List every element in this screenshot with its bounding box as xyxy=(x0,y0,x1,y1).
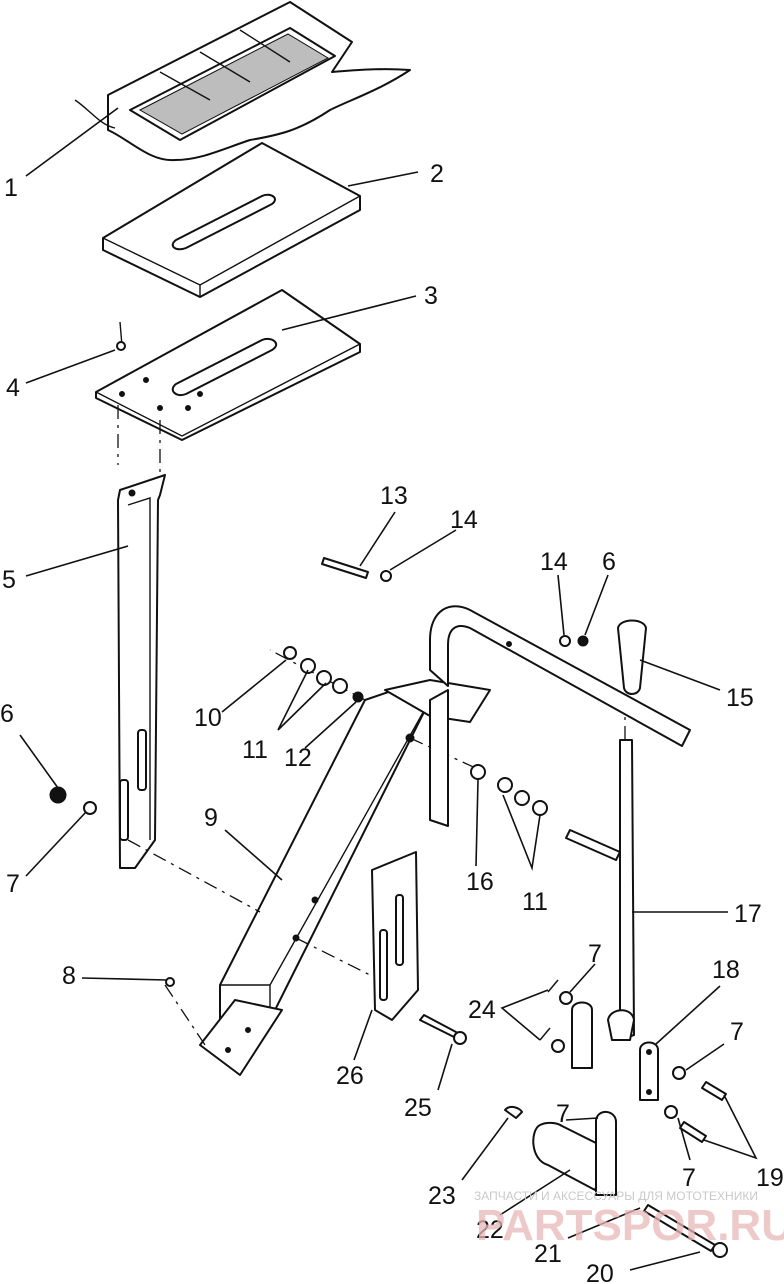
part-23-key xyxy=(504,1105,523,1119)
callout-7: 7 xyxy=(556,1100,570,1128)
callout-4: 4 xyxy=(6,374,20,402)
handlebar-tube xyxy=(429,605,691,827)
callout-13: 13 xyxy=(380,482,408,510)
part-24-pin-a xyxy=(547,979,559,993)
part-19-pin-b xyxy=(679,1121,707,1143)
part-24-plate xyxy=(571,1001,593,1069)
callout-2: 2 xyxy=(430,160,444,188)
callout-14: 14 xyxy=(540,548,568,576)
part-8-pin xyxy=(165,977,175,987)
part-18-link xyxy=(639,1041,659,1101)
part-24-pin-b xyxy=(539,1027,551,1041)
callout-3: 3 xyxy=(424,282,438,310)
leader-lines xyxy=(19,107,758,1271)
callout-7: 7 xyxy=(682,1164,696,1192)
watermark: ЗАПЧАСТИ И АКСЕССУАРЫ ДЛЯ МОТОТЕХНИКИ PA… xyxy=(474,1189,784,1250)
callout-12: 12 xyxy=(284,744,312,772)
callout-24: 24 xyxy=(468,996,496,1024)
part-14-washer xyxy=(380,570,392,582)
part-26-bracket xyxy=(371,851,419,1021)
callout-10: 10 xyxy=(194,704,222,732)
part-1-seat-cover xyxy=(74,1,411,162)
callout-18: 18 xyxy=(712,956,740,984)
callout-19: 19 xyxy=(756,1164,784,1192)
callout-17: 17 xyxy=(734,900,762,928)
callout-6: 6 xyxy=(602,548,616,576)
part-17-lever xyxy=(607,739,635,1041)
washers-lower xyxy=(470,764,621,861)
callout-15: 15 xyxy=(726,684,754,712)
callout-11: 11 xyxy=(242,736,268,764)
part-2-pad xyxy=(102,142,361,298)
part-20-bolt xyxy=(643,1204,728,1258)
part-25-bolt xyxy=(419,1014,467,1045)
callout-6: 6 xyxy=(0,700,14,728)
part-7-washer-b xyxy=(672,1066,686,1080)
part-7-washer-c xyxy=(559,991,573,1005)
callout-16: 16 xyxy=(466,868,494,896)
part-19-pin-a xyxy=(701,1081,727,1101)
washers-upper xyxy=(283,646,364,703)
part-13-bolt xyxy=(321,557,369,579)
part-14-washer-right xyxy=(559,635,571,647)
part-15-grip xyxy=(617,619,647,695)
callout-26: 26 xyxy=(336,1062,364,1090)
watermark-tagline: ЗАПЧАСТИ И АКСЕССУАРЫ ДЛЯ МОТОТЕХНИКИ xyxy=(474,1189,758,1203)
callout-7: 7 xyxy=(6,870,20,898)
part-6-nut-left xyxy=(49,786,67,804)
callout-23: 23 xyxy=(428,1182,456,1210)
part-6-nut-right xyxy=(577,635,589,647)
callouts: 1 2 3 4 5 6 7 8 9 10 11 12 13 14 14 6 15… xyxy=(0,160,784,1284)
part-7-washer-left xyxy=(83,801,97,815)
part-9-arm xyxy=(199,679,491,1076)
callout-9: 9 xyxy=(204,804,218,832)
callout-7: 7 xyxy=(730,1018,744,1046)
part-7-washer-d xyxy=(664,1105,678,1119)
part-21-plate xyxy=(595,1111,617,1196)
callout-25: 25 xyxy=(404,1094,432,1122)
watermark-brand: PARTSPOR.RU xyxy=(476,1201,784,1250)
callout-5: 5 xyxy=(2,566,16,594)
part-3-seat-base xyxy=(95,289,361,475)
callout-1: 1 xyxy=(4,174,18,202)
callout-11: 11 xyxy=(522,888,548,916)
callout-8: 8 xyxy=(62,962,76,990)
callout-20: 20 xyxy=(586,1260,614,1284)
part-7-washer-e xyxy=(551,1039,565,1053)
part-4-pin xyxy=(116,321,126,351)
part-5-post xyxy=(117,474,166,869)
callout-22: 22 xyxy=(476,1216,504,1244)
callout-21: 21 xyxy=(534,1240,562,1268)
callout-7: 7 xyxy=(588,940,602,968)
callout-14: 14 xyxy=(450,506,478,534)
